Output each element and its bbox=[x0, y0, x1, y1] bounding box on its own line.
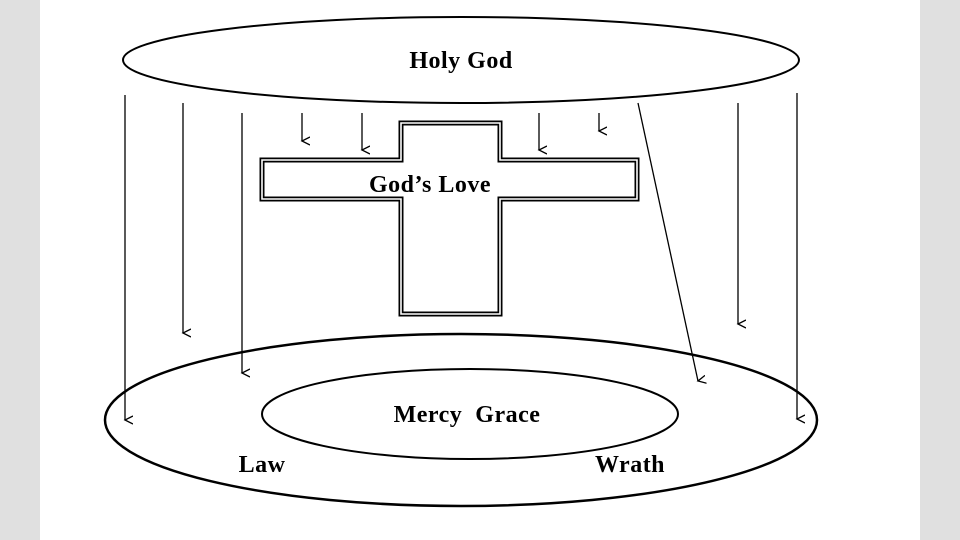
law-label: Law bbox=[239, 452, 286, 478]
mercy-grace-label: Mercy Grace bbox=[394, 402, 541, 428]
holy-god-ellipse bbox=[122, 16, 800, 104]
holy-god-label: Holy God bbox=[409, 48, 513, 74]
wrath-label: Wrath bbox=[595, 452, 665, 478]
mercy-grace-ellipse bbox=[261, 368, 679, 460]
cross-shape bbox=[259, 120, 640, 317]
law-wrath-ellipse bbox=[103, 332, 819, 508]
slide: Holy God Mercy Grace Law Wrath God’s Lov… bbox=[40, 0, 920, 540]
arrow bbox=[637, 102, 698, 381]
gods-love-label: God’s Love bbox=[369, 172, 491, 198]
